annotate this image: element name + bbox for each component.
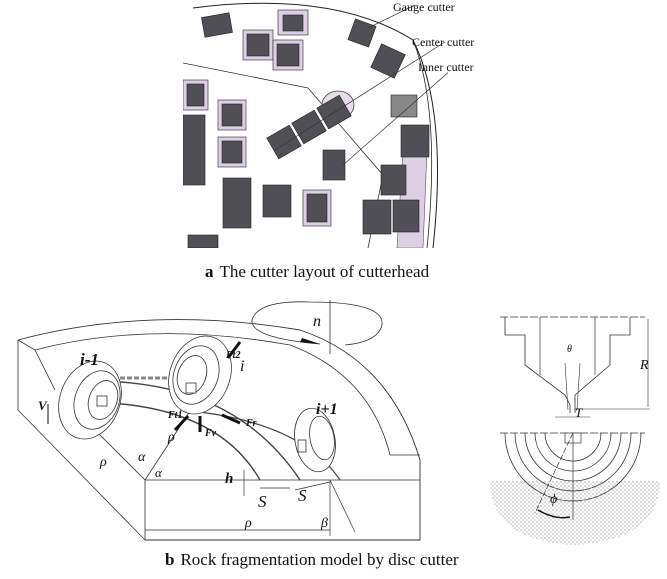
center-cutter-label: Center cutter [412,35,475,49]
theta-label: θ [567,344,572,355]
force-t1-label: Ft1 [168,410,183,421]
cutterhead-drawing [182,2,452,249]
radius-label-3: ρ [245,516,252,531]
spacing-label-1: S [258,492,267,511]
contact-angle-label: ϕ [550,492,558,507]
cutter-i-plus-1 [294,407,336,473]
caption-a-letter: a [205,262,214,281]
fragmentation-drawing [17,300,421,541]
velocity-label: V [38,398,47,413]
cutter-radius-label: R [640,358,649,373]
cutter-cross-section [480,305,667,545]
depth-label: h [225,471,234,487]
caption-a: a The cutter layout of cutterhead [205,262,429,282]
cutterhead-figure [182,0,452,249]
tip-width-label: T [575,405,583,420]
caption-b-letter: b [165,550,175,569]
gauge-cutter-label: Gauge cutter [393,0,455,14]
alpha-label-2: α [155,465,162,480]
force-r-label: Fr [246,418,257,429]
cutter-i-plus-1-label: i+1 [316,401,338,418]
cross-section-drawing [490,316,660,545]
cutter-i-label: i [240,358,245,375]
cutter-boxes [182,9,430,249]
cutter-i [168,335,232,415]
spacing-label-2: S [298,486,307,505]
rotation-label: n [313,313,321,330]
alpha-label-1: α [138,450,146,465]
cutter-i-minus-1 [58,360,122,440]
caption-a-text: The cutter layout of cutterhead [219,262,430,281]
caption-b-text: Rock fragmentation model by disc cutter [180,550,459,569]
caption-b: b Rock fragmentation model by disc cutter [165,550,459,570]
fragmentation-model [0,300,460,545]
inner-cutter-label: Inner cutter [418,60,474,74]
radius-label-2: ρ [168,430,175,445]
force-t2-label: Ft2 [226,350,241,361]
cutter-i-minus-1-label: i-1 [80,350,99,369]
radius-label-1: ρ [100,455,107,470]
force-v-label: Fv [205,428,217,439]
beta-label: β [321,516,328,531]
